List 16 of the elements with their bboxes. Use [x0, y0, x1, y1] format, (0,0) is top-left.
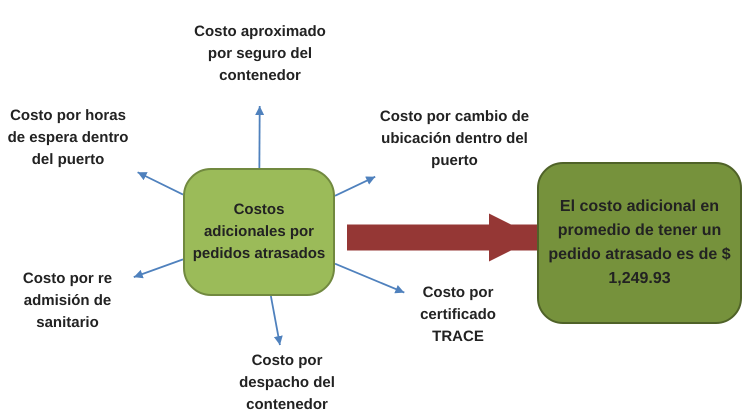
cost-label: Costo aproximado por seguro del contenedor — [185, 6, 335, 102]
rounded-box — [183, 168, 335, 296]
cost-label: Costo por horas de espera dentro del puerto — [2, 93, 134, 183]
arrow — [255, 106, 264, 168]
cost-label: Costo por re admisión de sanitario — [5, 265, 130, 337]
rounded-box — [537, 162, 742, 324]
arrow — [133, 258, 184, 278]
cost-label: Costo por cambio de ubicación dentro del puerto — [372, 103, 537, 175]
box-text: El costo adicional en promedio de tener un pedido atrasado es de $ 1,249.93 — [547, 197, 732, 289]
arrow — [334, 176, 376, 197]
arrow — [137, 171, 184, 196]
cost-label: Costo por certificado TRACE — [408, 280, 508, 350]
arrow — [334, 262, 405, 294]
arrow — [270, 296, 283, 346]
box-text: Costos adicionales por pedidos atrasados — [192, 200, 326, 264]
cost-label: Costo por despacho del contenedor — [232, 349, 342, 417]
